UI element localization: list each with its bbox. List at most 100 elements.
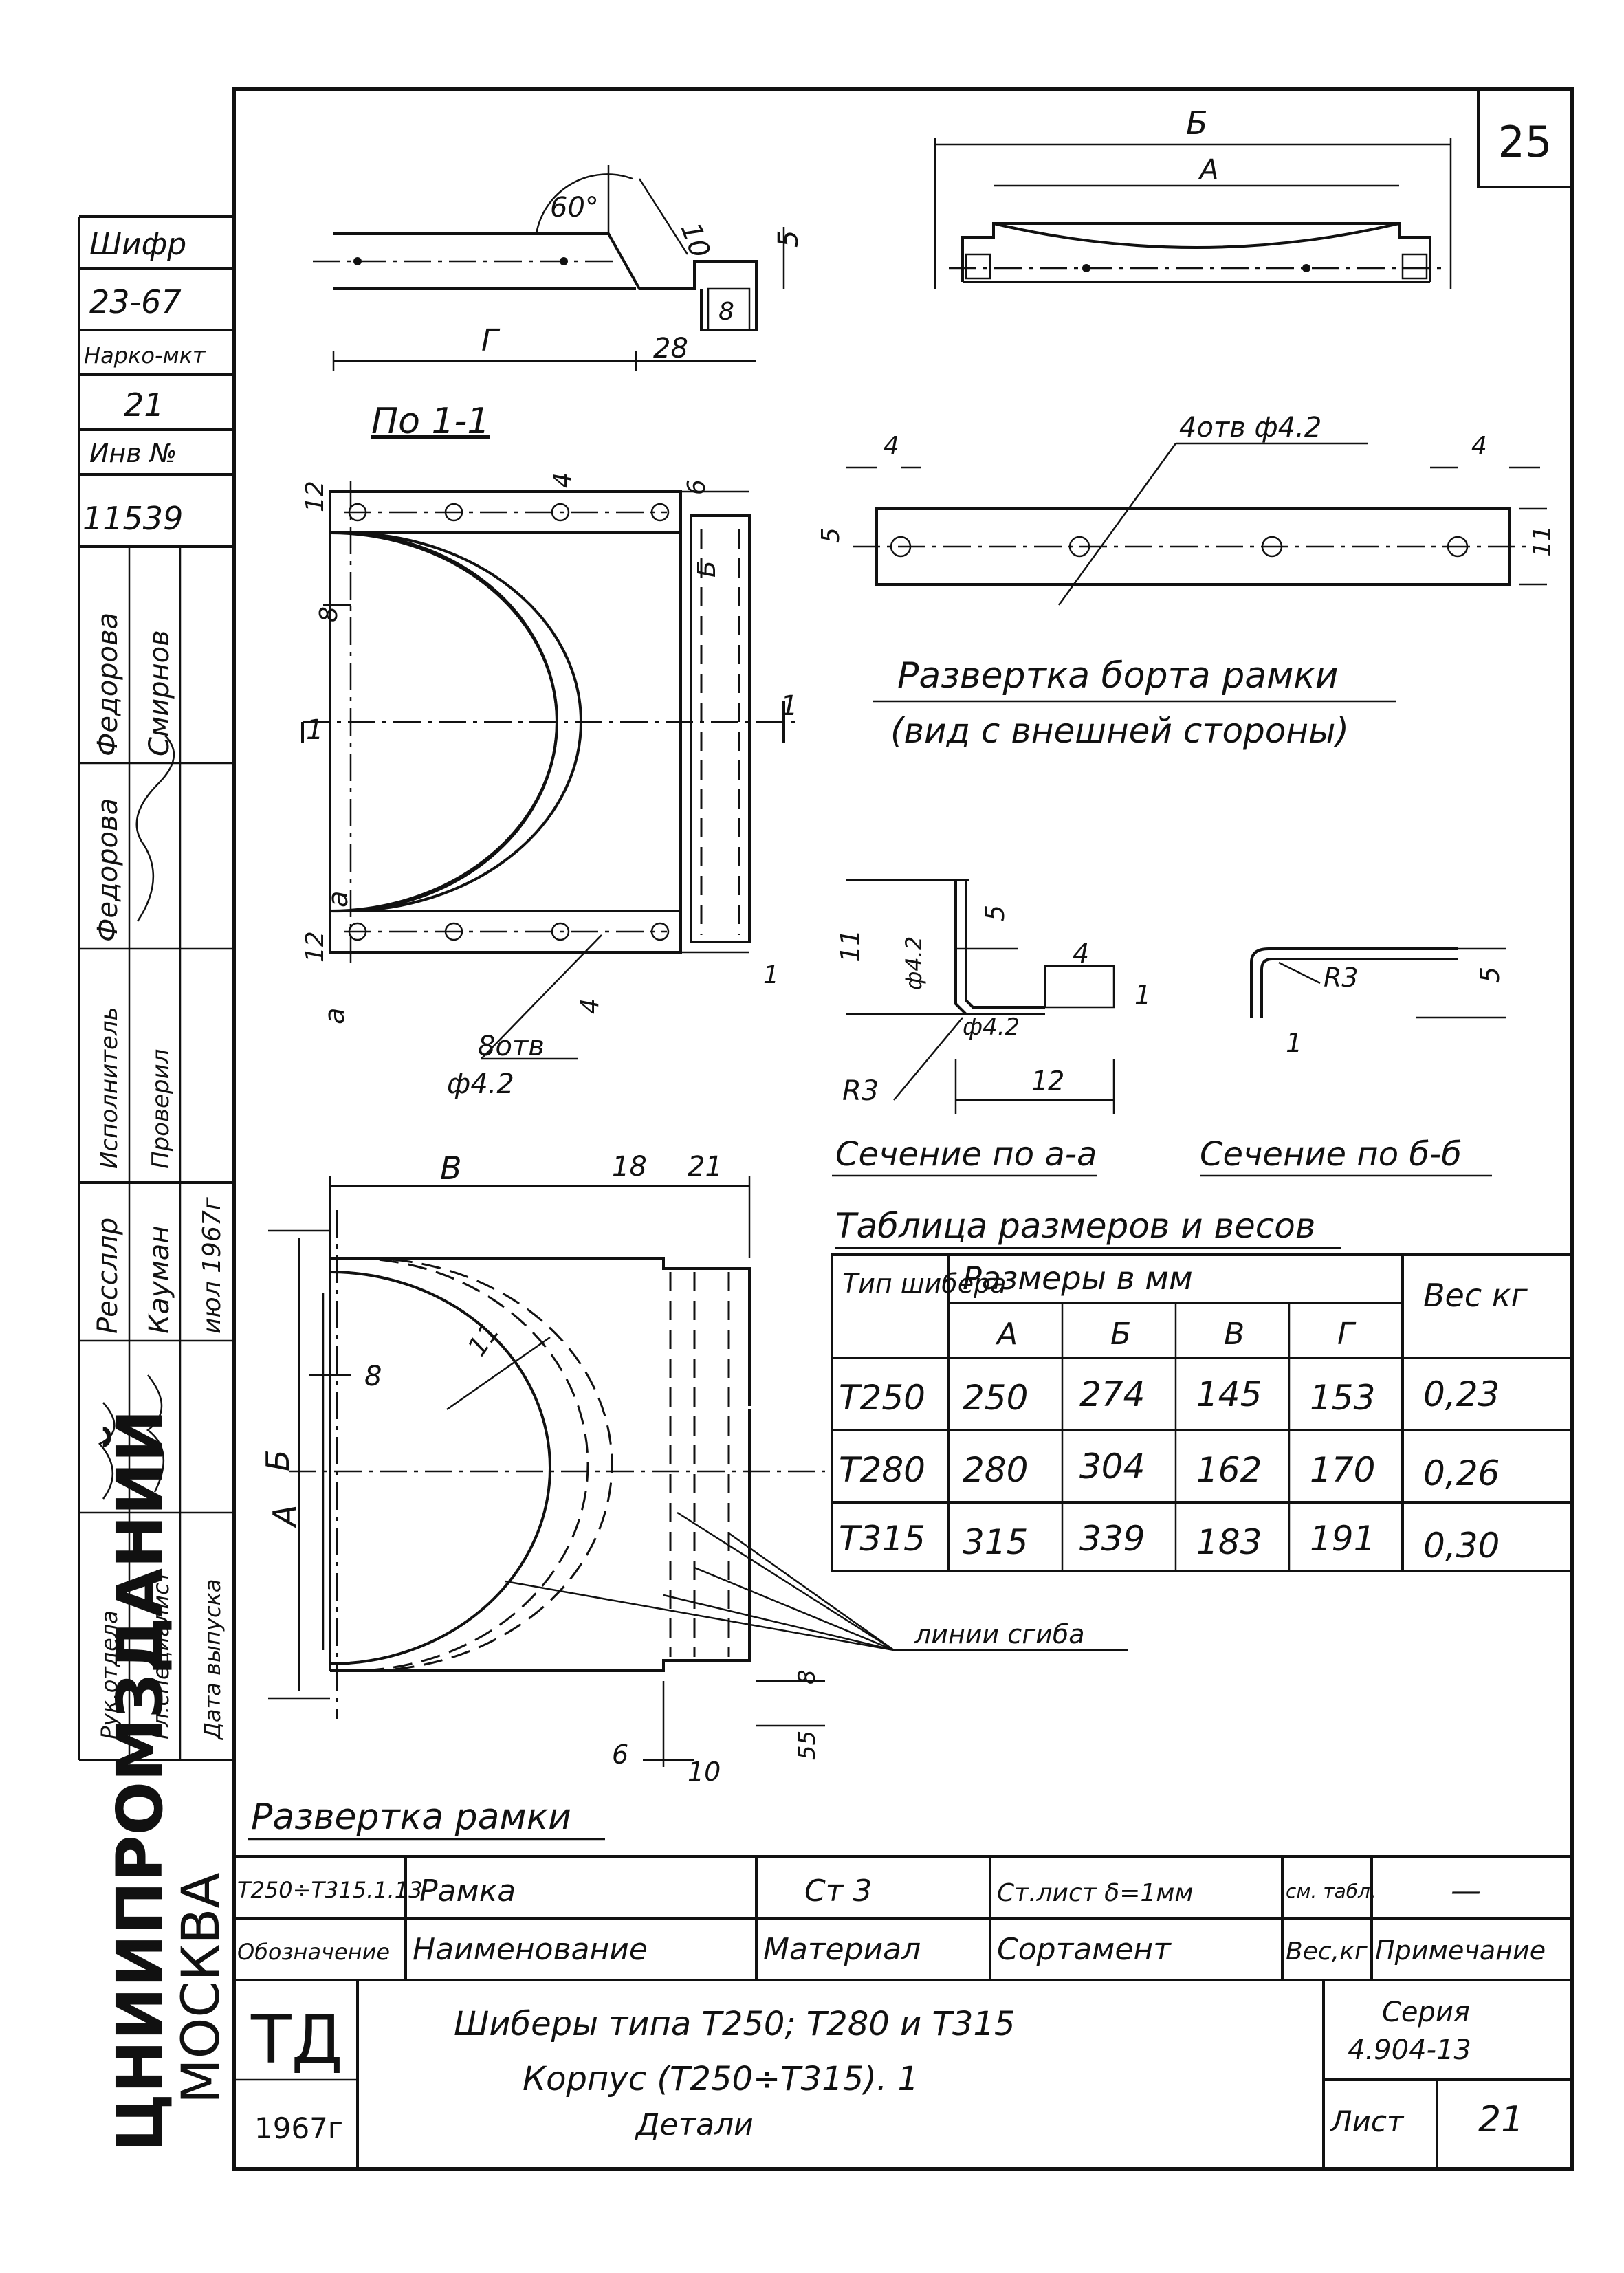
org-name: ЦНИИПРОМЗДАНИЙ <box>102 1409 177 2152</box>
dim-4-top: 4 <box>549 472 577 488</box>
strip-dim-4-left: 4 <box>884 432 899 460</box>
size-table: Таблица размеров и весов Тип шибера Разм… <box>831 1206 1572 1572</box>
spec-h-material: Материал <box>763 1932 921 1967</box>
book-label: Нарко-мкт <box>84 342 206 369</box>
aa-dim-12: 12 <box>1031 1066 1064 1096</box>
unfold-dim-55: 55 <box>793 1731 821 1760</box>
strip-dim-5: 5 <box>817 527 845 543</box>
row1-a: 250 <box>963 1378 1028 1418</box>
spec-designation: Т250÷Т315.1.13 <box>237 1877 422 1903</box>
strip-dim-4-right: 4 <box>1471 432 1487 460</box>
role-release-date: Дата выпуска <box>199 1579 226 1741</box>
title-line3: Детали <box>635 2107 754 2142</box>
th-col-a: А <box>995 1317 1018 1352</box>
unfold-dim-18: 18 <box>612 1151 647 1183</box>
unfold-dim-v: В <box>440 1150 462 1187</box>
spec-assortment: Ст.лист δ=1мм <box>997 1879 1194 1907</box>
cipher-value: 23-67 <box>89 283 182 320</box>
row3-w: 0,30 <box>1423 1526 1500 1566</box>
section-mark-1-left: 1 <box>306 714 323 746</box>
row2-b: 304 <box>1079 1447 1145 1486</box>
row2-g: 170 <box>1310 1450 1375 1490</box>
name-checked: Смирнов <box>144 630 175 756</box>
spec-note: — <box>1451 1874 1481 1909</box>
view-1-1: По 1-1 4 6 Б 12 12 8 1 1 a a 4 1 <box>301 401 798 1100</box>
title-line2: Корпус (Т250÷Т315). 1 <box>523 2060 919 2098</box>
spec-h-designation: Обозначение <box>237 1939 390 1965</box>
dim-28: 28 <box>653 333 688 364</box>
table-title: Таблица размеров и весов <box>835 1206 1315 1246</box>
hole-diameter: ф4.2 <box>447 1068 514 1100</box>
strip-dim-11: 11 <box>1528 525 1557 557</box>
unfold-dim-8: 8 <box>364 1361 382 1392</box>
row1-w: 0,23 <box>1423 1374 1500 1414</box>
sheet-value: 21 <box>1478 2099 1524 2140</box>
sheet-label: Лист <box>1329 2105 1405 2138</box>
aa-dim-1: 1 <box>1134 980 1151 1010</box>
th-weight: Вес кг <box>1423 1277 1528 1314</box>
sheet-number-box <box>1477 88 1573 188</box>
role-chief-spec: Гл.специалист <box>148 1569 174 1739</box>
strip-view: 4 4 5 11 4отв ф4.2 Развертка борта рамки… <box>817 412 1557 751</box>
series-value: 4.904-13 <box>1348 2034 1471 2066</box>
signature-3 <box>146 1374 165 1493</box>
aa-dim-4: 4 <box>1073 938 1089 969</box>
spec-table: Т250÷Т315.1.13 Рамка Ст 3 Ст.лист δ=1мм … <box>234 1855 1572 1981</box>
dim-5: 5 <box>773 230 804 248</box>
title-block: ТД 1967г Шиберы типа Т250; Т280 и Т315 К… <box>234 1980 1572 2169</box>
unfold-dim-10: 10 <box>688 1757 721 1787</box>
section-bb: 5 R3 1 Сечение по б-б <box>1200 947 1506 1177</box>
inv-label: Инв № <box>89 438 177 468</box>
row2-a: 280 <box>963 1450 1028 1490</box>
spec-name: Рамка <box>419 1874 516 1909</box>
sheet-number: 25 <box>1498 117 1552 167</box>
aa-dim-5: 5 <box>980 905 1010 921</box>
row1-b: 274 <box>1079 1374 1145 1414</box>
th-col-g: Г <box>1337 1317 1357 1352</box>
dim-a-top: А <box>1198 154 1218 186</box>
row3-v: 183 <box>1196 1522 1262 1562</box>
strip-holes: 4отв ф4.2 <box>1179 412 1321 443</box>
bb-title: Сечение по б-б <box>1200 1135 1462 1174</box>
title-logo: ТД <box>250 2001 343 2078</box>
bb-radius: R3 <box>1324 963 1359 993</box>
row3-type: Т315 <box>839 1519 925 1559</box>
role-dept-head: Рук.отдела <box>96 1610 122 1739</box>
book-value: 21 <box>124 386 164 424</box>
dim-8: 8 <box>718 298 734 326</box>
series-label: Серия <box>1382 1997 1470 2028</box>
spec-weight: см. табл. <box>1286 1880 1376 1902</box>
name-dept-head: Рессллр <box>92 1218 124 1334</box>
cipher-label: Шифр <box>89 227 186 262</box>
name-executor: Федорова <box>92 798 124 942</box>
name-executor-2: Федорова <box>92 613 124 756</box>
role-checked: Проверил <box>147 1049 175 1169</box>
section-mark-a-bottom: a <box>319 1007 351 1024</box>
row3-a: 315 <box>963 1522 1028 1562</box>
strip-subtitle: (вид с внешней стороны) <box>890 711 1349 751</box>
th-col-b: Б <box>1110 1317 1131 1352</box>
aa-radius: R3 <box>842 1075 879 1107</box>
aa-dim-11: 11 <box>835 930 866 963</box>
th-dims: Размеры в мм <box>963 1260 1193 1297</box>
strip-title: Развертка борта рамки <box>897 655 1339 696</box>
row3-b: 339 <box>1079 1519 1145 1559</box>
row1-g: 153 <box>1310 1378 1375 1418</box>
section-mark-1-right: 1 <box>780 690 798 722</box>
side-stamp: Шифр 23-67 Нарко-мкт 21 Инв № 11539 Испо… <box>78 215 234 2152</box>
dim-12-bottom: 12 <box>301 931 329 963</box>
th-type: Тип шибера <box>842 1269 1007 1299</box>
section-mark-a-top: a <box>322 890 354 908</box>
bb-dim-5: 5 <box>1475 967 1505 983</box>
section-aa: 11 5 4 1 ф4.2 ф4.2 R3 12 Сечение по а-а <box>832 879 1151 1177</box>
row2-type: Т280 <box>839 1450 925 1490</box>
dim-b-side: Б <box>693 560 721 578</box>
row1-type: Т250 <box>839 1378 925 1418</box>
dim-1: 1 <box>763 961 779 989</box>
top-right-profile-view: Б А <box>934 105 1452 289</box>
unfold-title: Развертка рамки <box>251 1797 571 1838</box>
dim-6: 6 <box>683 479 711 495</box>
holes-8: 8отв <box>478 1031 545 1062</box>
row3-g: 191 <box>1310 1519 1375 1559</box>
unfold-view: В 18 21 Б А 8 11 линии сгиба <box>248 1150 1128 1841</box>
